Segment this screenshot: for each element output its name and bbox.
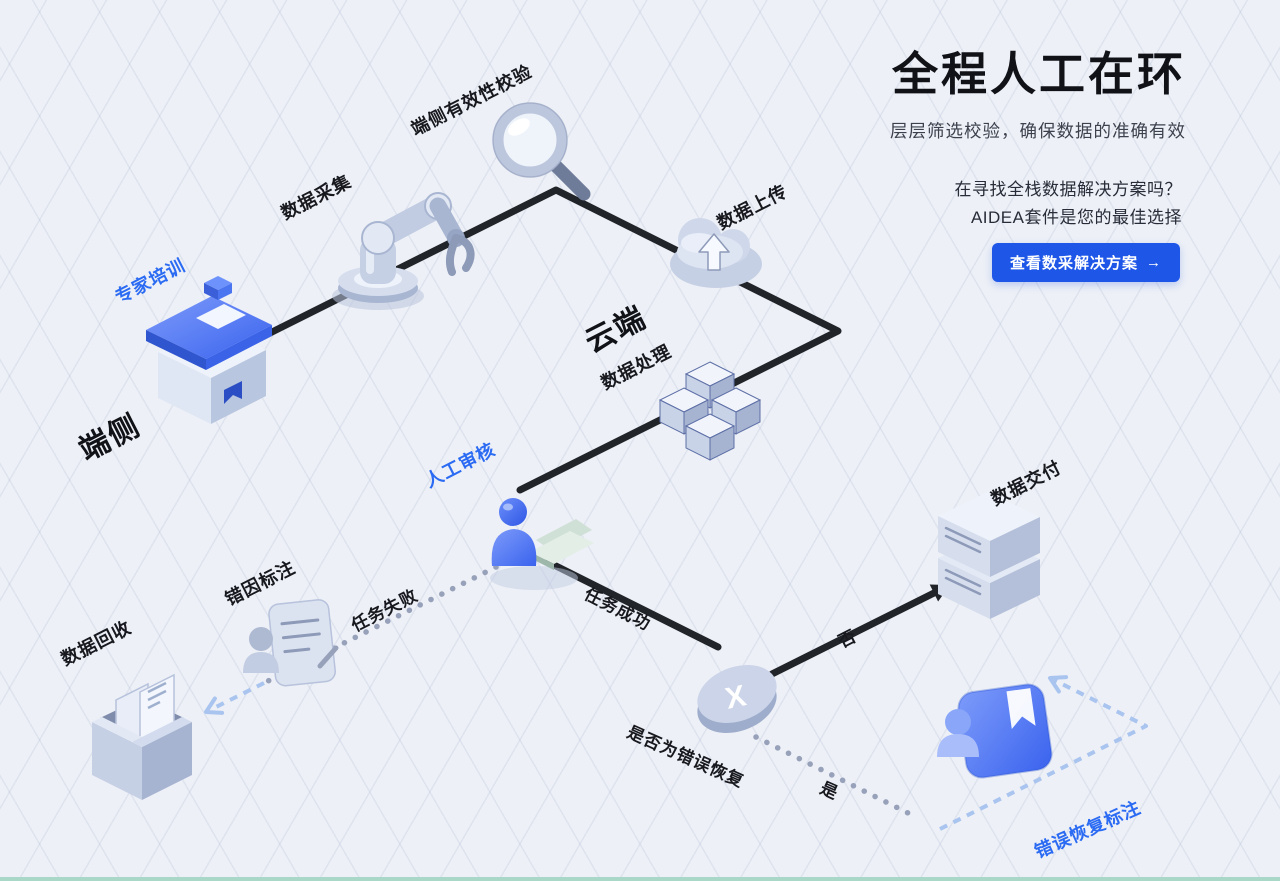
promo-line-1: 在寻找全栈数据解决方案吗？ [954, 180, 1182, 199]
promo-line-2: AIDEA套件是您的最佳选择 [970, 208, 1182, 228]
promo-text: 在寻找全栈数据解决方案吗？ AIDEA套件是您的最佳选择 [955, 176, 1183, 232]
magnifier-icon [492, 102, 591, 201]
flow-line-return-dashed [939, 678, 1148, 831]
cta-button[interactable]: 查看数采解决方案 → [991, 243, 1180, 282]
page-title: 全程人工在环 [892, 48, 1186, 100]
cube [684, 413, 736, 461]
error-cause-doc-icon [243, 599, 339, 687]
cloud-upload-icon [670, 218, 762, 288]
recycle-box-icon [92, 673, 192, 800]
arrowhead-to-recycle [204, 696, 225, 715]
page-subtitle: 层层筛选校验，确保数据的准确有效 [890, 121, 1186, 141]
recovery-book-icon [937, 683, 1053, 779]
server-stack-icon [938, 492, 1040, 619]
flow-line-failure-dashed-blue [215, 681, 265, 709]
edge-podium-icon [146, 276, 272, 424]
data-processing-cubes-icon [658, 361, 762, 461]
arrowhead-to-server [1048, 675, 1069, 694]
server-slots [944, 526, 982, 596]
bottom-divider [0, 877, 1280, 881]
arrow-right-icon: → [1146, 254, 1162, 271]
cta-label: 查看数采解决方案 [1009, 255, 1138, 272]
decision-node-icon: X [697, 665, 777, 733]
hero-block: 全程人工在环 层层筛选校验，确保数据的准确有效 [890, 38, 1186, 143]
human-reviewer-icon [490, 498, 594, 590]
robot-arm-icon [332, 192, 475, 310]
